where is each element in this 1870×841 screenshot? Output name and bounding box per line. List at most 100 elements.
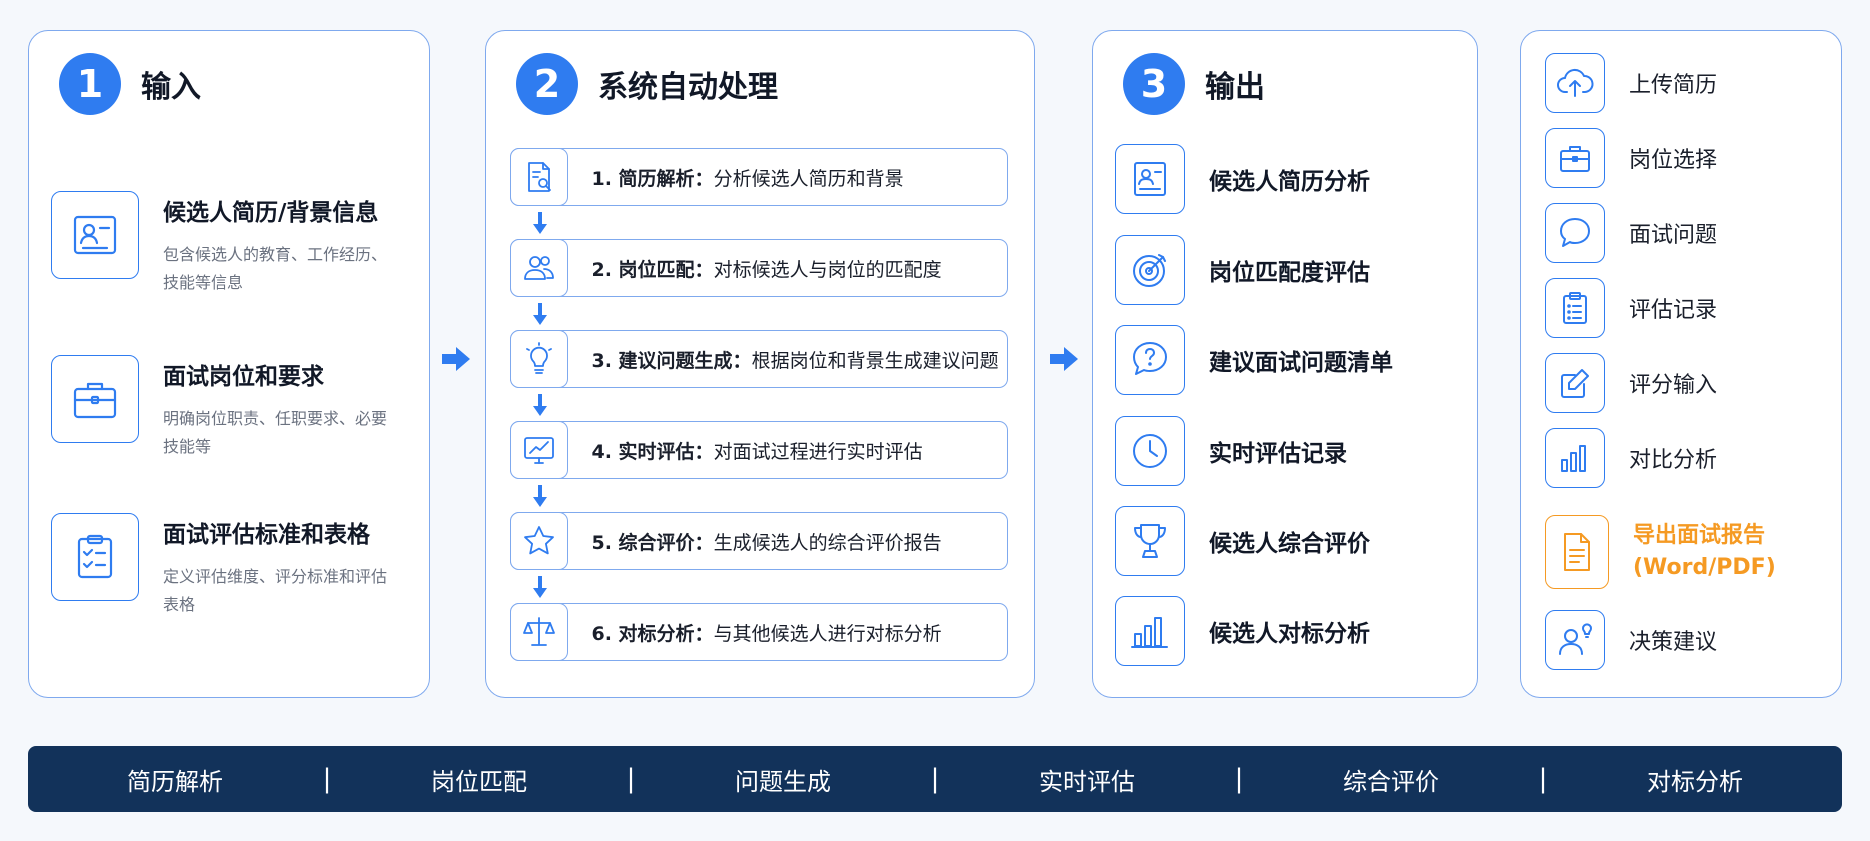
person-idea-icon [1545, 610, 1605, 670]
output-item-title: 候选人综合评价 [1209, 531, 1370, 557]
briefcase-icon [1545, 128, 1605, 188]
function-label: 对比分析 [1629, 448, 1718, 473]
step-name: 4. 实时评估： [591, 440, 714, 463]
function-item-score-input[interactable]: 评分输入 [1545, 353, 1717, 413]
function-item-export-report[interactable]: 导出面试报告 (Word/PDF) [1545, 515, 1776, 589]
function-label: 评估记录 [1629, 298, 1718, 323]
arrow-down-icon [533, 394, 547, 416]
process-step: 4. 实时评估：对面试过程进行实时评估 [509, 421, 1008, 479]
stage-number-3: 3 [1123, 53, 1185, 115]
process-step: 1. 简历解析：分析候选人简历和背景 [509, 148, 1008, 206]
bottom-summary-bar: 简历解析 | 岗位匹配 | 问题生成 | 实时评估 | 综合评价 | 对标分析 [28, 746, 1842, 812]
function-label: 面试问题 [1629, 223, 1718, 248]
briefcase-icon [51, 355, 139, 443]
bar-separator: | [930, 764, 940, 794]
function-item-comparison[interactable]: 对比分析 [1545, 428, 1717, 488]
output-item-title: 实时评估记录 [1209, 441, 1347, 467]
chat-bubble-icon [1545, 203, 1605, 263]
flow-arrow-right-icon [442, 347, 470, 371]
resume-card-icon [51, 191, 139, 279]
monitor-chart-icon [509, 421, 568, 479]
input-item-resume: 候选人简历/背景信息 包含候选人的教育、工作经历、技能等信息 [51, 191, 401, 297]
function-label: 决策建议 [1629, 630, 1718, 655]
output-item-title: 候选人简历分析 [1209, 169, 1370, 195]
process-header: 2 系统自动处理 [516, 53, 778, 115]
function-label: 评分输入 [1629, 373, 1718, 398]
function-item-evaluation-records[interactable]: 评估记录 [1545, 278, 1717, 338]
function-label: 上传简历 [1629, 73, 1718, 98]
bar-separator: | [626, 764, 636, 794]
input-item-desc: 定义评估维度、评分标准和评估表格 [163, 567, 388, 614]
step-desc: 对面试过程进行实时评估 [713, 440, 923, 463]
output-title: 输出 [1205, 70, 1265, 105]
people-icon [509, 239, 568, 297]
input-header: 1 输入 [59, 53, 201, 115]
input-item-position: 面试岗位和要求 明确岗位职责、任职要求、必要技能等 [51, 355, 401, 461]
output-header: 3 输出 [1123, 53, 1265, 115]
bar-separator: | [1234, 764, 1244, 794]
arrow-down-icon [533, 212, 547, 234]
step-desc: 根据岗位和背景生成建议问题 [751, 349, 999, 372]
input-item-title: 候选人简历/背景信息 [163, 200, 379, 226]
scale-icon [509, 603, 568, 661]
target-icon [1115, 235, 1185, 305]
star-icon [509, 512, 568, 570]
step-name: 5. 综合评价： [591, 531, 714, 554]
flow-arrow-right-icon [1050, 347, 1078, 371]
export-report-label-main: 导出面试报告 [1633, 523, 1766, 548]
output-item: 候选人综合评价 [1115, 506, 1370, 576]
lightbulb-icon [509, 330, 568, 388]
document-search-icon [509, 148, 568, 206]
clipboard-list-icon [1545, 278, 1605, 338]
input-item-title: 面试岗位和要求 [163, 364, 324, 390]
export-report-label-format: (Word/PDF) [1633, 555, 1776, 580]
process-step: 3. 建议问题生成：根据岗位和背景生成建议问题 [509, 330, 1008, 388]
report-document-icon [1545, 515, 1609, 589]
input-title: 输入 [141, 70, 201, 105]
cloud-upload-icon [1545, 53, 1605, 113]
output-item: 候选人简历分析 [1115, 144, 1370, 214]
bar-separator: | [322, 764, 332, 794]
step-name: 1. 简历解析： [591, 167, 714, 190]
function-item-position-select[interactable]: 岗位选择 [1545, 128, 1717, 188]
bar-chart-icon [1115, 596, 1185, 666]
process-title: 系统自动处理 [598, 70, 778, 105]
step-name: 6. 对标分析： [591, 622, 714, 645]
bar-item-benchmark: 对标分析 [1647, 767, 1743, 796]
stage-number-1: 1 [59, 53, 121, 115]
input-item-title: 面试评估标准和表格 [163, 522, 370, 548]
question-bubble-icon [1115, 325, 1185, 395]
output-panel: 3 输出 候选人简历分析 岗位匹配度评估 建议面试问题清 [1092, 30, 1478, 698]
function-item-upload-resume[interactable]: 上传简历 [1545, 53, 1717, 113]
input-item-criteria: 面试评估标准和表格 定义评估维度、评分标准和评估表格 [51, 513, 401, 619]
bar-item-question-gen: 问题生成 [735, 767, 831, 796]
step-desc: 对标候选人与岗位的匹配度 [713, 258, 942, 281]
step-desc: 分析候选人简历和背景 [713, 167, 904, 190]
output-item-title: 建议面试问题清单 [1209, 350, 1393, 376]
process-step: 2. 岗位匹配：对标候选人与岗位的匹配度 [509, 239, 1008, 297]
step-desc: 与其他候选人进行对标分析 [713, 622, 942, 645]
bar-chart-icon [1545, 428, 1605, 488]
arrow-down-icon [533, 485, 547, 507]
bar-item-resume-parse: 简历解析 [127, 767, 223, 796]
function-item-interview-questions[interactable]: 面试问题 [1545, 203, 1717, 263]
step-name: 2. 岗位匹配： [591, 258, 714, 281]
edit-icon [1545, 353, 1605, 413]
arrow-down-icon [533, 576, 547, 598]
step-desc: 生成候选人的综合评价报告 [713, 531, 942, 554]
bar-item-realtime-eval: 实时评估 [1039, 767, 1135, 796]
output-item: 岗位匹配度评估 [1115, 235, 1370, 305]
trophy-icon [1115, 506, 1185, 576]
bar-item-overall-eval: 综合评价 [1343, 767, 1439, 796]
output-item-title: 候选人对标分析 [1209, 621, 1370, 647]
arrow-down-icon [533, 303, 547, 325]
checklist-icon [51, 513, 139, 601]
clock-icon [1115, 416, 1185, 486]
resume-card-icon [1115, 144, 1185, 214]
input-item-desc: 包含候选人的教育、工作经历、技能等信息 [163, 245, 388, 292]
step-name: 3. 建议问题生成： [591, 349, 752, 372]
function-item-decision-advice[interactable]: 决策建议 [1545, 610, 1717, 670]
function-label: 岗位选择 [1629, 148, 1718, 173]
output-item-title: 岗位匹配度评估 [1209, 260, 1370, 286]
bar-item-position-match: 岗位匹配 [431, 767, 527, 796]
